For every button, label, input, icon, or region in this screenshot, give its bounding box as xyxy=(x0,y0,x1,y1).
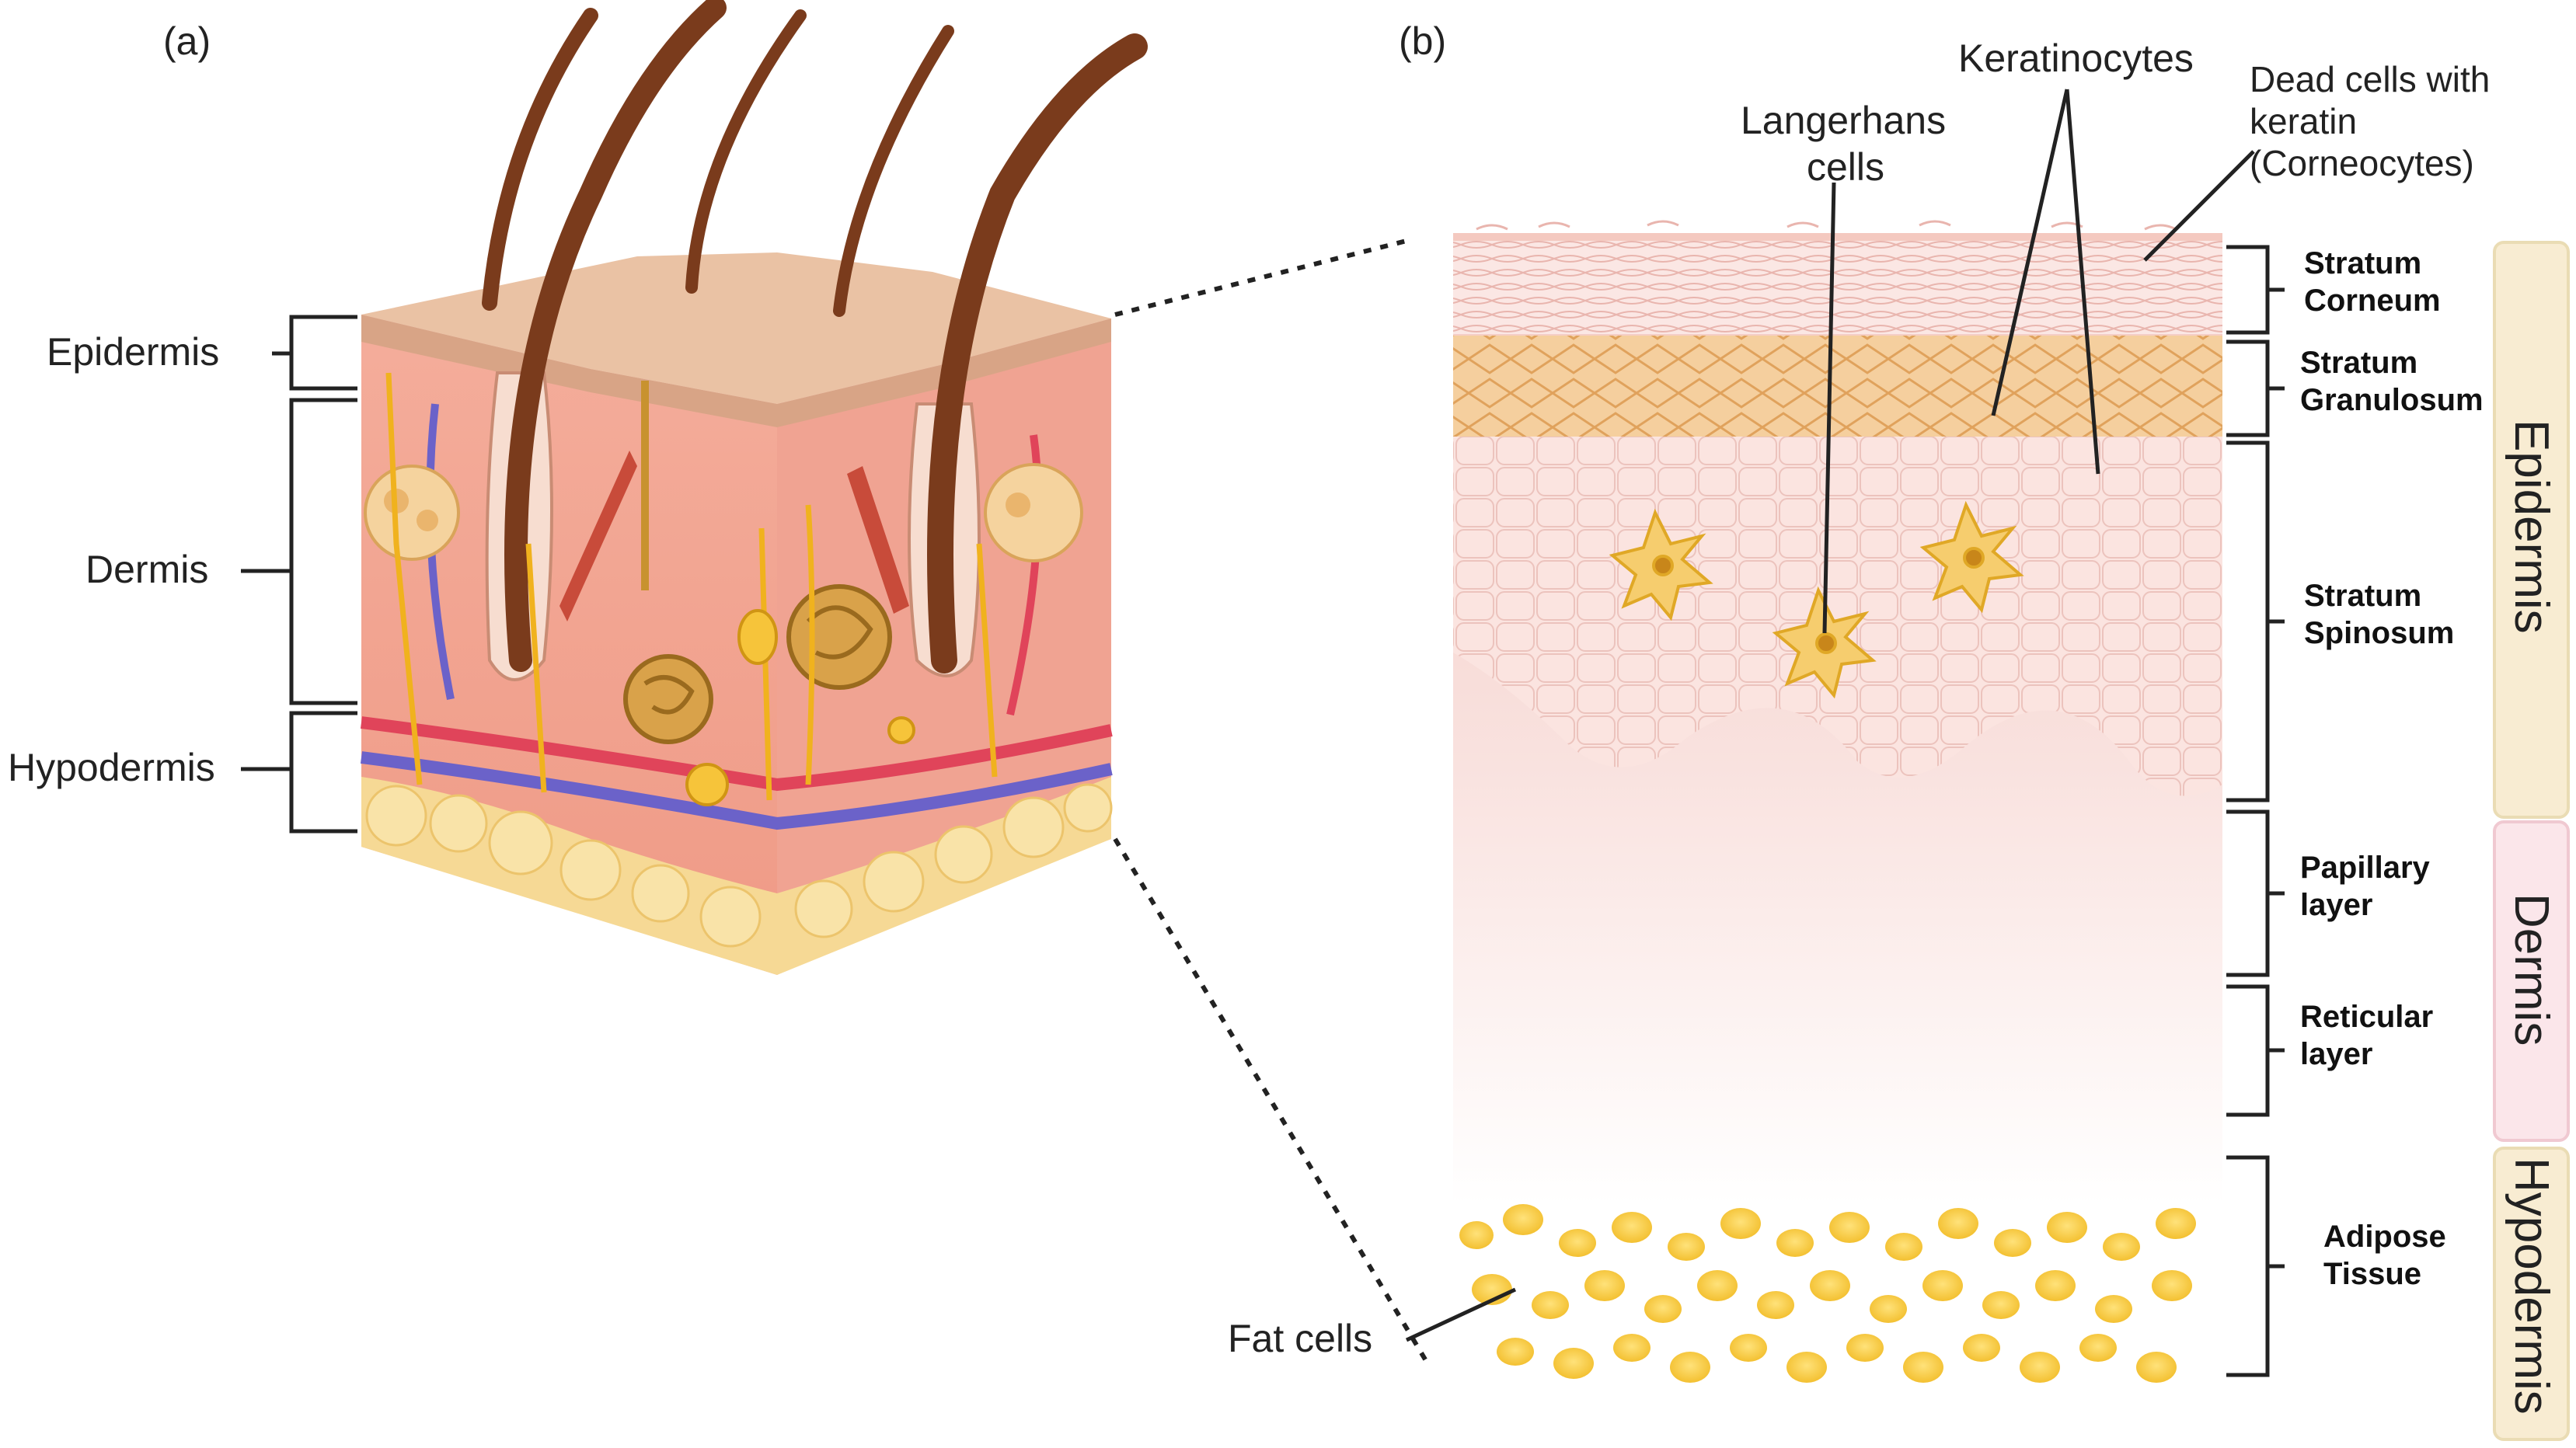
label-dermis-a: Dermis xyxy=(85,548,208,591)
label-dead-cells-1: Dead cells with xyxy=(2250,59,2490,99)
panel-b-tag: (b) xyxy=(1399,19,1446,63)
vein xyxy=(360,751,1113,830)
sweat-gland-left xyxy=(623,381,713,744)
sebaceous-gland-left xyxy=(364,465,460,561)
zoom-line-top xyxy=(1114,238,1407,317)
region-box-hypodermis xyxy=(2493,1147,2570,1441)
label-dead-cells-3: (Corneocytes) xyxy=(2250,143,2474,183)
adipose-cells xyxy=(1459,1204,2196,1383)
label-fat-cells: Fat cells xyxy=(1228,1317,1372,1360)
label-langerhans-1: Langerhans xyxy=(1741,99,1946,142)
label-papillary-1: Papillary xyxy=(2300,851,2431,885)
langerhans-cell-2 xyxy=(1772,586,1877,699)
stratum-granulosum-layer xyxy=(1453,336,2222,437)
langerhans-cell-3 xyxy=(1919,500,2024,614)
stratum-corneum-layer xyxy=(1453,241,2222,334)
label-stratum-corneum-2: Corneum xyxy=(2304,284,2441,318)
label-hypodermis-a: Hypodermis xyxy=(8,746,215,789)
panel-a-tag: (a) xyxy=(163,19,211,63)
nerve-fibers xyxy=(385,372,998,801)
layer-brackets xyxy=(2226,245,2285,1377)
label-adipose-1: Adipose xyxy=(2323,1220,2446,1254)
arrector-muscle-right xyxy=(847,466,909,614)
region-box-dermis xyxy=(2493,820,2570,1142)
cube-fat-layer xyxy=(361,777,1111,975)
label-keratinocytes: Keratinocytes xyxy=(1958,37,2194,80)
bracket-dermis xyxy=(241,398,357,705)
label-dead-cells-2: keratin xyxy=(2250,101,2357,141)
langerhans-cell-1 xyxy=(1609,508,1713,621)
zoom-line-bottom xyxy=(1113,837,1432,1369)
skin-cube xyxy=(360,0,1148,975)
sweat-gland-right xyxy=(786,584,892,690)
epidermis-column xyxy=(1453,220,2222,1383)
corneocyte-flakes xyxy=(1476,220,2177,231)
label-stratum-corneum-1: Stratum xyxy=(2304,246,2421,280)
sebaceous-gland-right xyxy=(984,463,1083,562)
label-hypodermis-b: Hypodermis xyxy=(2505,1157,2558,1415)
label-stratum-spinosum-2: Spinosum xyxy=(2304,616,2454,650)
label-papillary-2: layer xyxy=(2300,888,2372,922)
label-stratum-granulosum-2: Granulosum xyxy=(2300,383,2484,417)
label-reticular-1: Reticular xyxy=(2300,1000,2433,1034)
hairs xyxy=(482,0,1148,674)
label-epidermis-a: Epidermis xyxy=(47,330,219,374)
label-stratum-spinosum-1: Stratum xyxy=(2304,579,2421,613)
label-epidermis-b: Epidermis xyxy=(2505,419,2558,634)
bracket-epidermis xyxy=(272,315,357,391)
label-langerhans-2: cells xyxy=(1807,145,1884,189)
callout-lines xyxy=(1405,89,2255,1342)
region-box-epidermis xyxy=(2493,241,2570,819)
bracket-hypodermis xyxy=(241,711,357,834)
stratum-spinosum-layer xyxy=(1453,437,2222,796)
fat-lobules xyxy=(365,783,1113,948)
arrector-muscle-left xyxy=(559,451,637,621)
label-stratum-granulosum-1: Stratum xyxy=(2300,346,2417,380)
sensory-receptors xyxy=(685,609,915,806)
label-dermis-b: Dermis xyxy=(2505,893,2558,1046)
label-reticular-2: layer xyxy=(2300,1037,2372,1071)
label-adipose-2: Tissue xyxy=(2323,1257,2421,1291)
